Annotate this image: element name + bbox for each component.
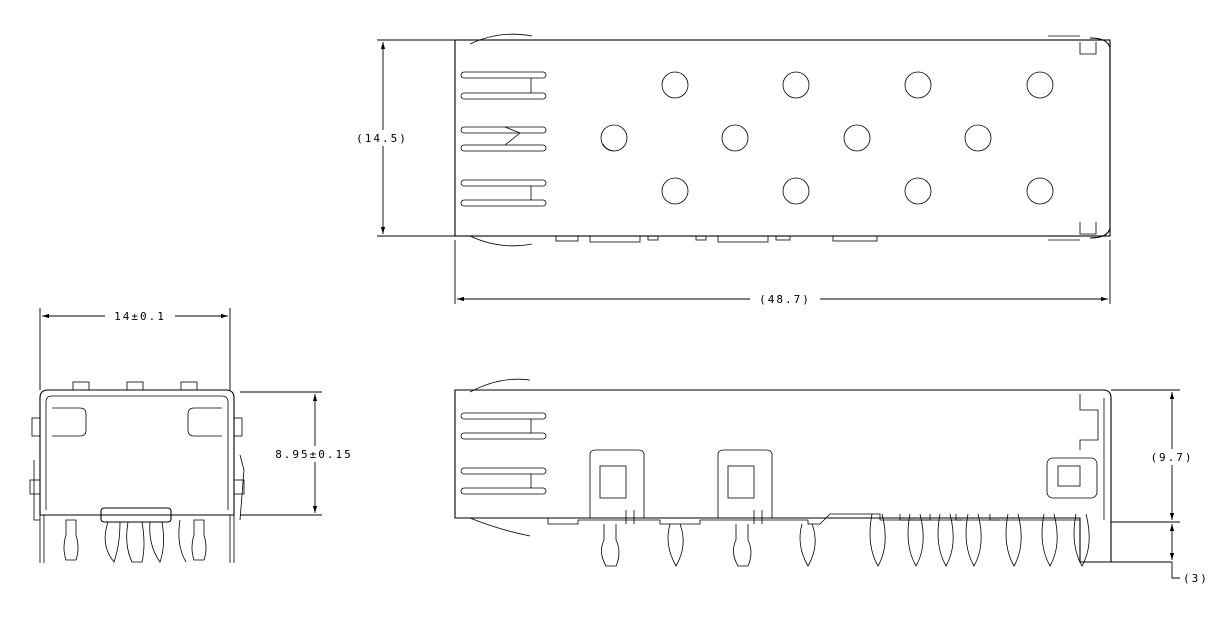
top-view-outline	[454, 39, 1111, 237]
top-slot-group-2	[460, 126, 547, 152]
top-slot-group-3	[460, 179, 547, 207]
dim-top-length-label: (48.7)	[759, 293, 811, 306]
side-view: (9.7) (3)	[454, 378, 1209, 585]
dim-side-pin-label: (3)	[1183, 572, 1209, 585]
top-holes	[600, 71, 1054, 205]
dim-front-height: 8.95±0.15	[240, 391, 360, 516]
dim-side-height: (9.7)	[1111, 389, 1199, 523]
dim-front-height-label: 8.95±0.15	[275, 448, 353, 461]
dim-top-length: (48.7)	[454, 240, 1111, 307]
dim-top-height: (14.5)	[352, 39, 455, 237]
side-pins	[601, 510, 1090, 567]
dim-front-width: 14±0.1	[39, 308, 231, 390]
dim-top-height-label: (14.5)	[356, 132, 408, 145]
dim-side-height-label: (9.7)	[1150, 451, 1193, 464]
dim-front-width-label: 14±0.1	[114, 310, 166, 323]
front-view: 14±0.1 8.95±0.15	[29, 308, 360, 563]
front-view-outline	[39, 389, 235, 516]
side-slots	[460, 412, 547, 495]
dim-side-pin: (3)	[1111, 524, 1209, 585]
top-slot-group-1	[460, 71, 547, 100]
top-view: (14.5) (48.7)	[352, 33, 1111, 307]
side-view-outline	[454, 389, 1112, 563]
front-pins	[63, 519, 207, 563]
side-latches	[589, 449, 773, 518]
